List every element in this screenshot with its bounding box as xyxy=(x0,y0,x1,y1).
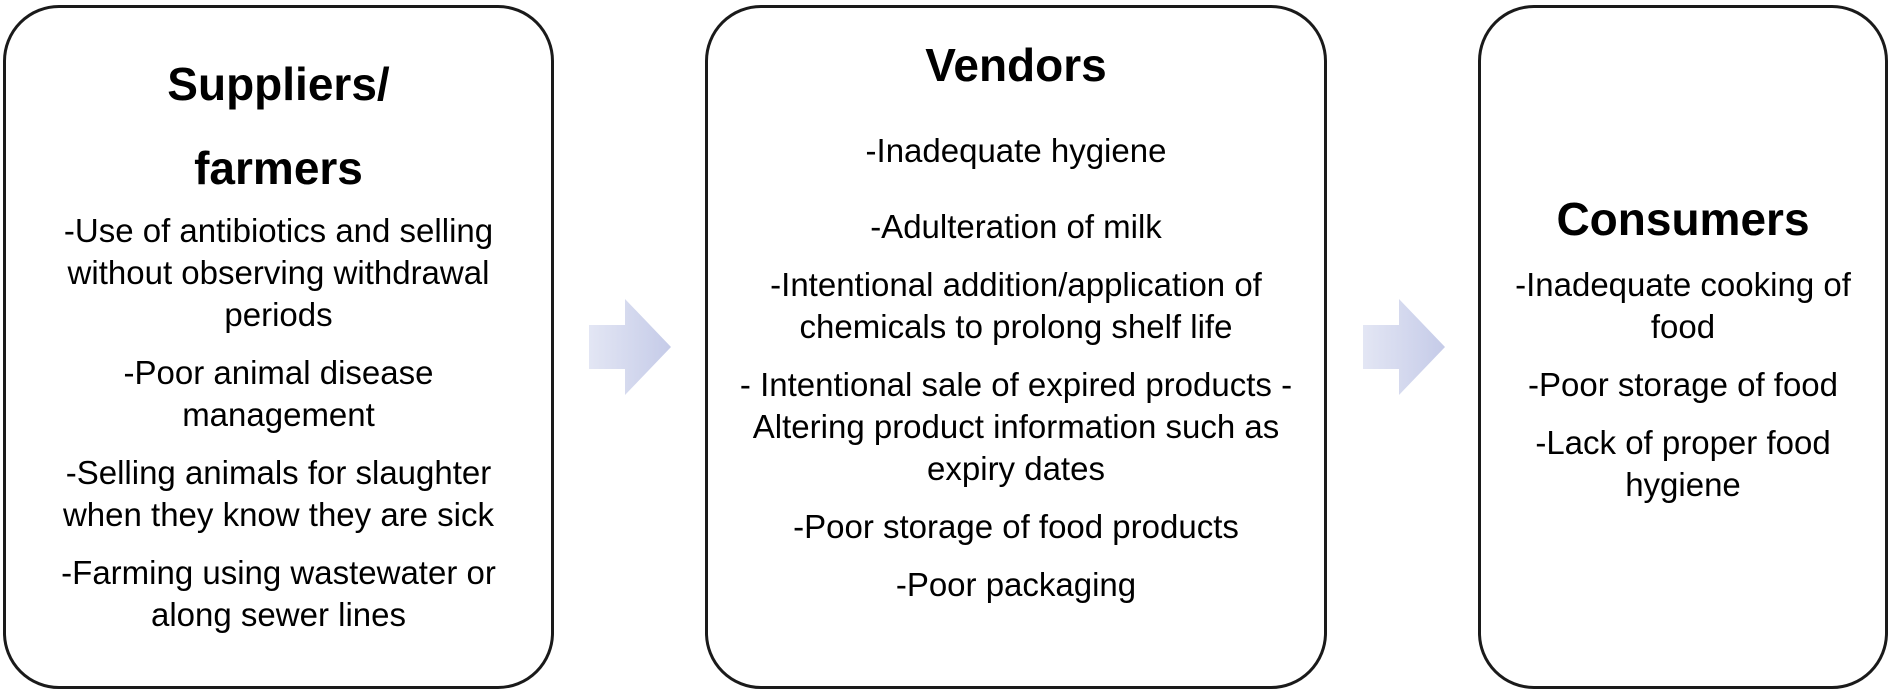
consumers-title: Consumers xyxy=(1556,193,1810,245)
suppliers-item-sick-animals: -Selling animals for slaughter when they… xyxy=(62,454,495,533)
suppliers-item-disease-management: -Poor animal disease management xyxy=(123,354,434,433)
vendors-item-adulteration: -Adulteration of milk xyxy=(870,208,1162,245)
vendors-box: Vendors -Inadequate hygiene -Adulteratio… xyxy=(705,5,1327,689)
vendors-item-storage: -Poor storage of food products xyxy=(793,508,1239,545)
suppliers-title-line2: farmers xyxy=(194,142,363,194)
right-arrow-icon xyxy=(1363,299,1445,395)
vendors-item-chemicals: -Intentional addition/application of che… xyxy=(770,266,1262,345)
suppliers-farmers-box: Suppliers/ farmers -Use of antibiotics a… xyxy=(3,5,554,689)
vendors-item-packaging: -Poor packaging xyxy=(895,566,1137,603)
consumers-item-cooking: -Inadequate cooking of food xyxy=(1515,266,1851,345)
right-arrow-icon xyxy=(589,299,671,395)
vendors-title: Vendors xyxy=(925,39,1107,91)
vendors-item-hygiene: -Inadequate hygiene xyxy=(865,132,1167,169)
consumers-item-storage: -Poor storage of food xyxy=(1527,366,1839,403)
consumers-box: Consumers -Inadequate cooking of food -P… xyxy=(1478,5,1888,689)
suppliers-title-line1: Suppliers/ xyxy=(167,58,390,110)
suppliers-item-wastewater: -Farming using wastewater or along sewer… xyxy=(61,554,496,633)
suppliers-item-antibiotics: -Use of antibiotics and selling without … xyxy=(63,212,494,333)
consumers-item-hygiene: -Lack of proper food hygiene xyxy=(1535,424,1831,503)
vendors-item-expired-products: - Intentional sale of expired products -… xyxy=(739,366,1293,487)
